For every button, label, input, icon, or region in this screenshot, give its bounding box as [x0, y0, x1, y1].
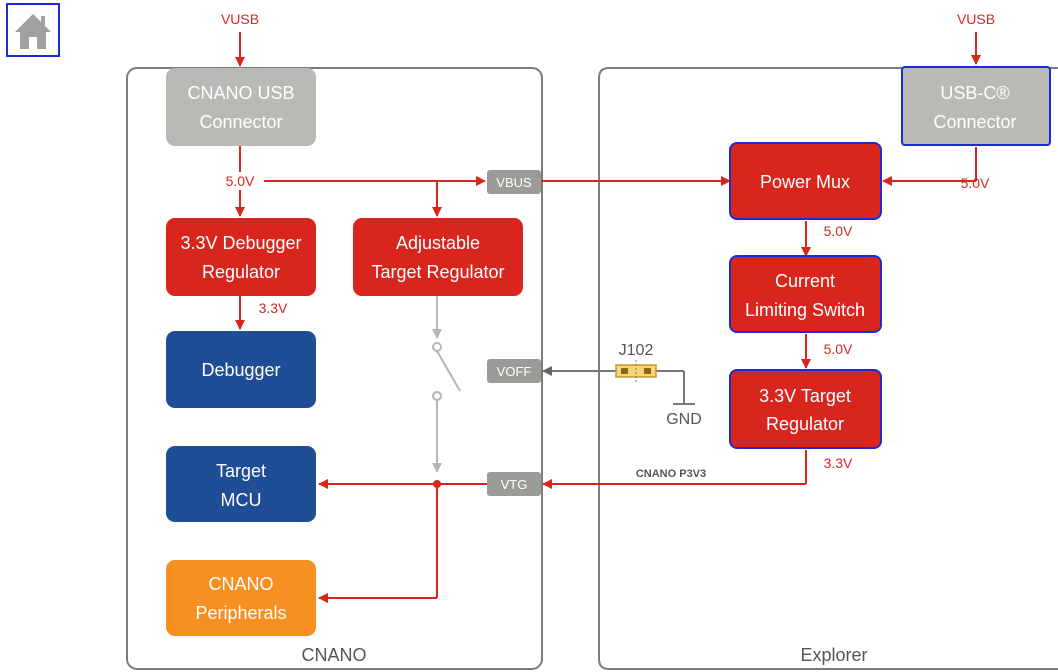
debugger-regulator-label-2: Regulator — [202, 262, 280, 282]
explorer-wires — [541, 32, 981, 489]
vbus-tag — [487, 170, 541, 194]
cnano-wires — [235, 32, 487, 603]
target-mcu — [166, 446, 316, 522]
debugger-regulator — [166, 218, 316, 296]
cnano-region-label: CNANO — [301, 645, 366, 665]
debugger-regulator-label-1: 3.3V Debugger — [180, 233, 301, 253]
vtg-label: VTG — [501, 477, 528, 492]
voltage-3v3-debugger: 3.3V — [259, 300, 288, 316]
junction-dot — [433, 480, 441, 488]
adjustable-regulator — [353, 218, 523, 296]
gnd-label: GND — [666, 411, 702, 428]
cnano-usb-connector — [166, 68, 316, 146]
power-mux — [729, 142, 882, 220]
voltage-5v-cnano: 5.0V — [226, 173, 255, 189]
current-limiting-label-1: Current — [775, 271, 835, 291]
cnano-peripherals — [166, 560, 316, 636]
usb-c-label-2: Connector — [933, 112, 1016, 132]
voff-switch — [432, 296, 461, 473]
voltage-5v-switch: 5.0V — [824, 341, 853, 357]
voff-tag — [487, 359, 541, 383]
j102-jumper — [615, 360, 657, 382]
home-icon — [15, 14, 51, 49]
home-button[interactable] — [6, 3, 60, 57]
power-mux-label: Power Mux — [760, 172, 850, 192]
voltage-5v-usbc: 5.0V — [961, 175, 990, 191]
target-mcu-label-2: MCU — [221, 490, 262, 510]
debugger-label: Debugger — [201, 360, 280, 380]
cnano-usb-label-2: Connector — [199, 112, 282, 132]
current-limiting-label-2: Limiting Switch — [745, 300, 865, 320]
cnano-usb-label-1: CNANO USB — [187, 83, 294, 103]
target-regulator-label-2: Regulator — [766, 414, 844, 434]
peripherals-label-2: Peripherals — [195, 603, 286, 623]
target-regulator-label-1: 3.3V Target — [759, 386, 851, 406]
usb-c-connector — [901, 66, 1051, 146]
debugger-block — [166, 331, 316, 408]
vusb-left-label: VUSB — [221, 11, 259, 27]
explorer-frame — [598, 67, 1058, 670]
peripherals-label-1: CNANO — [208, 574, 273, 594]
explorer-region-label: Explorer — [800, 645, 867, 665]
adjustable-regulator-label-2: Target Regulator — [371, 262, 504, 282]
usb-c-label-1: USB-C® — [940, 83, 1009, 103]
current-limiting-switch — [729, 255, 882, 333]
j102-label: J102 — [619, 342, 654, 359]
voff-wire — [542, 366, 695, 405]
vtg-tag — [487, 472, 541, 496]
voltage-5v-mux: 5.0V — [824, 223, 853, 239]
vusb-right-label: VUSB — [957, 11, 995, 27]
target-mcu-label-1: Target — [216, 461, 266, 481]
adjustable-regulator-label-1: Adjustable — [396, 233, 480, 253]
cnano-p3v3-label: CNANO P3V3 — [636, 468, 706, 480]
voltage-3v3-target: 3.3V — [824, 455, 853, 471]
target-regulator — [729, 369, 882, 449]
voff-label: VOFF — [497, 364, 532, 379]
vbus-label: VBUS — [496, 175, 532, 190]
